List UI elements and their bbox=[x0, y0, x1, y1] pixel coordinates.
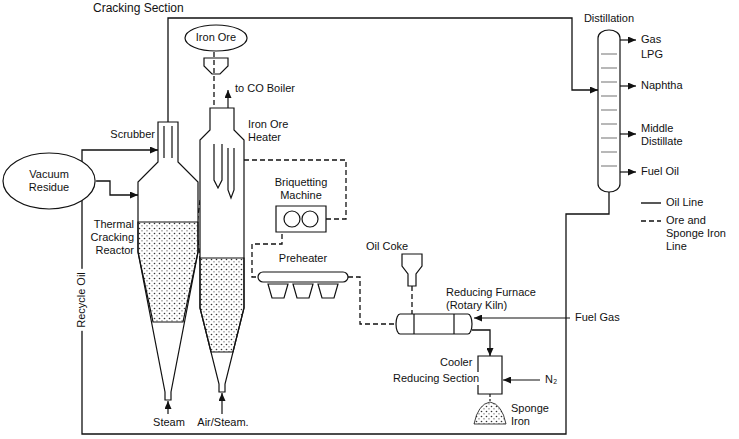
column-shell bbox=[598, 30, 620, 192]
reactor-vessel-outline bbox=[138, 122, 198, 400]
column-tray bbox=[601, 54, 617, 166]
node-label: Iron Ore Heater bbox=[248, 118, 298, 144]
legend-text: Ore and Sponge Iron Line bbox=[666, 214, 732, 254]
legend-entry: Ore and Sponge Iron Line bbox=[640, 214, 732, 254]
reactor-vessel: Thermal Cracking Reactor bbox=[138, 122, 198, 400]
stream-label: Fuel Gas bbox=[574, 311, 621, 324]
node-label: Preheater bbox=[258, 252, 348, 265]
co-boiler-arrow bbox=[227, 90, 228, 108]
cooler-shell bbox=[478, 356, 502, 394]
preheater-conveyor: Preheater bbox=[258, 252, 348, 300]
distillation-column-outline bbox=[598, 30, 620, 192]
node-label: Iron Ore bbox=[196, 31, 236, 44]
part-label: Scrubber bbox=[96, 128, 156, 141]
stream-label: Steam bbox=[138, 416, 200, 429]
stream-label: Air/Steam. bbox=[192, 416, 254, 429]
scrubber-internals bbox=[164, 126, 172, 158]
middle-distillate-outlet-arrow bbox=[620, 133, 636, 134]
stream-label: to CO Boiler bbox=[234, 82, 296, 95]
product-label: Sponge Iron bbox=[510, 402, 558, 428]
coke-hopper-body bbox=[402, 254, 422, 286]
legend-line-sample bbox=[641, 220, 661, 221]
oil-line bbox=[96, 181, 138, 195]
ore-line bbox=[213, 52, 214, 108]
ore-line bbox=[411, 286, 412, 314]
legend-text: Oil Line bbox=[666, 196, 703, 209]
section-title: Reducing Section bbox=[392, 372, 480, 385]
steam-arrow bbox=[167, 401, 168, 414]
fuel-gas-arrow bbox=[474, 317, 570, 318]
tank-ellipse bbox=[185, 25, 247, 51]
edge-label: Recycle Oil bbox=[74, 269, 89, 331]
fluidized-bed bbox=[200, 258, 244, 352]
node-label: Distillation bbox=[576, 12, 642, 25]
ore-hopper bbox=[204, 58, 228, 74]
briquetting-machine: Briquetting Machine bbox=[266, 176, 336, 234]
section-title: Cracking Section bbox=[92, 1, 185, 15]
node-label: Vacuum Residue bbox=[18, 168, 80, 194]
sponge-iron-pile bbox=[474, 402, 506, 424]
cyclone-separator bbox=[214, 144, 234, 198]
node-label: Oil Coke bbox=[366, 240, 408, 253]
nitrogen-arrow bbox=[503, 379, 540, 380]
heater-vessel: Iron Ore Heater bbox=[200, 108, 244, 392]
machine-frame bbox=[276, 206, 326, 232]
naphtha-outlet-arrow bbox=[620, 85, 636, 86]
legend-swatch bbox=[640, 196, 662, 209]
burner-hood bbox=[268, 284, 338, 298]
tank-ellipse bbox=[3, 153, 95, 209]
node-label: Cooler bbox=[440, 356, 472, 369]
legend-swatch bbox=[640, 214, 662, 227]
fluidized-bed bbox=[138, 222, 198, 322]
reactor-outline bbox=[138, 122, 198, 400]
feed-ellipse: Vacuum Residue bbox=[2, 152, 96, 210]
press-roll bbox=[284, 211, 300, 227]
node-label: Thermal Cracking Reactor bbox=[88, 218, 134, 258]
gas-outlet-arrow bbox=[620, 39, 636, 40]
product-label: Gas bbox=[640, 33, 662, 46]
legend-line-sample bbox=[641, 202, 661, 203]
node-label: Reducing Furnace (Rotary Kiln) bbox=[446, 286, 546, 312]
press-roll bbox=[302, 211, 318, 227]
heater-outline bbox=[200, 108, 244, 392]
air-steam-arrow bbox=[221, 393, 222, 414]
product-label: Fuel Oil bbox=[640, 165, 680, 178]
fuel-oil-outlet-arrow bbox=[620, 171, 636, 172]
feed-ellipse: Iron Ore bbox=[184, 24, 248, 52]
heater-vessel-outline bbox=[200, 108, 244, 392]
product-label: Middle Distillate bbox=[640, 122, 700, 148]
oil-line bbox=[168, 18, 598, 122]
node-label: Briquetting Machine bbox=[266, 176, 336, 202]
product-label: LPG bbox=[640, 48, 664, 61]
coke-hopper: Oil Coke bbox=[366, 240, 424, 286]
ore-line bbox=[252, 234, 282, 277]
product-label: Naphtha bbox=[640, 79, 684, 92]
sponge-iron-line bbox=[489, 394, 490, 401]
legend-entry: Oil Line bbox=[640, 196, 703, 209]
ore-line bbox=[348, 277, 396, 324]
rotary-kiln: Reducing Furnace (Rotary Kiln) bbox=[396, 286, 546, 334]
kiln-shell bbox=[396, 314, 472, 334]
distillation-column: Distillation bbox=[598, 30, 620, 192]
conveyor-belt bbox=[258, 272, 348, 282]
kiln-tyre bbox=[414, 314, 454, 334]
oil-line bbox=[472, 330, 490, 356]
stream-label: N₂ bbox=[544, 373, 558, 386]
